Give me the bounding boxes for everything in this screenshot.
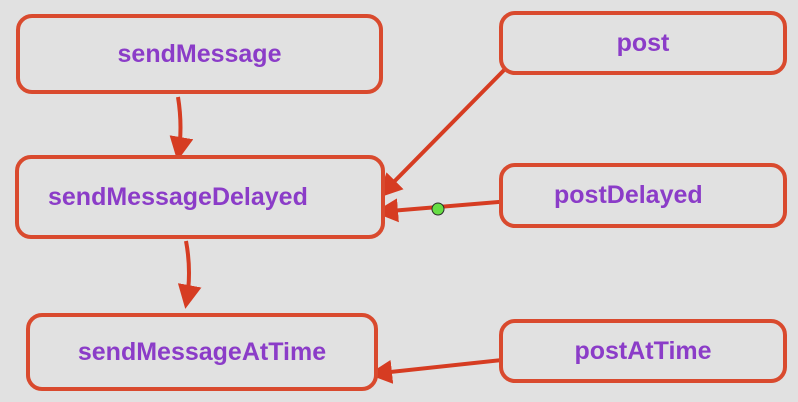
node-label: postDelayed <box>554 181 703 209</box>
arrow-postdelayed-to-sendmessagedelayed <box>374 198 512 223</box>
node-label: sendMessage <box>117 39 282 68</box>
node-label: sendMessageDelayed <box>48 182 308 211</box>
connection-handle-mid[interactable] <box>431 202 445 216</box>
node-sendmessageattime[interactable]: sendMessageAtTime <box>26 313 378 391</box>
arrow-sendmessage-to-sendmessagedelayed <box>169 96 194 161</box>
node-sendmessage[interactable]: sendMessage <box>16 14 383 94</box>
arrow-post-to-sendmessagedelayed <box>378 58 516 198</box>
node-label: post <box>616 28 670 57</box>
node-postdelayed[interactable]: postDelayed <box>499 163 787 228</box>
node-sendmessagedelayed[interactable]: sendMessageDelayed <box>15 155 385 239</box>
node-post[interactable]: post <box>499 11 787 75</box>
arrow-sendmessagedelayed-to-sendmessageattime <box>177 240 202 309</box>
node-label: sendMessageAtTime <box>77 337 327 366</box>
node-label: postAtTime <box>574 336 712 365</box>
arrow-postattime-to-sendmessageattime <box>368 356 522 384</box>
node-postattime[interactable]: postAtTime <box>499 319 787 383</box>
